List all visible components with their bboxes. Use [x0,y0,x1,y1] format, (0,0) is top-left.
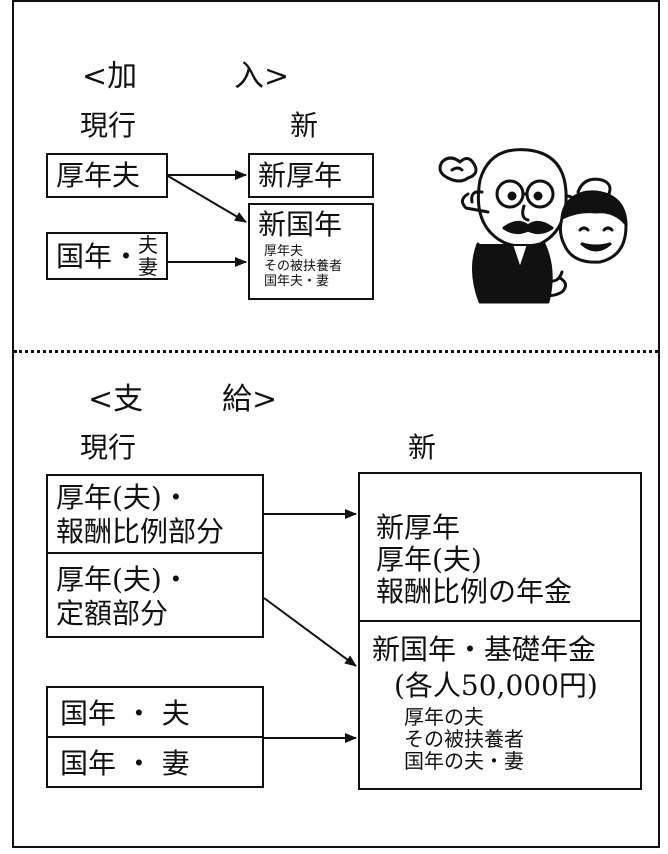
current-kokunen-box: 国年・ 夫 妻 [46,232,168,280]
new-kokunen-basic-item: 国年の夫・妻 [404,749,524,773]
new-kokunen-basic-amount: (各人50,000円) [394,669,598,702]
current-kounen-husband-label: 厚年夫 [56,159,141,192]
current-kokunen-husband: 夫 [138,233,158,257]
arrow-kounen-to-new-kokunen [167,175,247,223]
benefit-heading-left: <支 [88,382,144,417]
current-kounen-proportional-box: 厚年(夫)・ 報酬比例部分 [46,474,264,554]
new-kokunen-label: 新国年 [258,208,343,241]
current-kounen-flat-line2: 定額部分 [56,597,169,630]
current-kounen-flat-box: 厚年(夫)・ 定額部分 [46,552,264,638]
new-kokunen-item: その被扶養者 [264,259,343,274]
new-kounen-box: 新厚年 [248,153,374,198]
current-kokunen-wife-box: 国年 ・ 妻 [46,736,264,788]
benefit-current-label: 現行 [80,431,137,464]
current-kounen-flat-line1: 厚年(夫)・ [56,563,190,596]
current-kokunen-wife: 妻 [138,255,158,279]
new-kokunen-basic-item: 厚年の夫 [404,705,484,729]
new-kounen-benefit-line: 新厚年 [376,511,461,544]
new-kokunen-item: 国年夫・妻 [264,274,330,289]
new-kokunen-basic-box: 新国年・基礎年金 (各人50,000円) 厚年の夫 その被扶養者 国年の夫・妻 [358,620,642,790]
enrollment-heading-right: 入> [234,59,290,94]
new-kokunen-basic-item: その被扶養者 [404,727,524,751]
new-kokunen-item: 厚年夫 [264,244,304,259]
current-kokunen-wife-label: 国年 ・ 妻 [60,747,190,780]
new-kokunen-basic-title: 新国年・基礎年金 [372,633,597,666]
new-kokunen-box: 新国年 厚年夫 その被扶養者 国年夫・妻 [248,203,374,300]
benefit-new-label: 新 [408,431,437,464]
elderly-couple-illustration [438,148,628,304]
benefit-heading-right: 給> [222,382,278,417]
section-divider [14,350,658,353]
current-kounen-husband-box: 厚年夫 [46,153,168,198]
enrollment-current-label: 現行 [80,109,137,142]
current-kokunen-label: 国年・ [56,240,141,273]
new-kounen-benefit-line: 厚年(夫) [376,543,482,576]
arrow-flat-to-new-kokunen [263,597,357,667]
current-kounen-proportional-line1: 厚年(夫)・ [56,481,190,514]
diagram-frame [12,0,660,848]
current-kokunen-husband-box: 国年 ・ 夫 [46,686,264,738]
new-kounen-benefit-line: 報酬比例の年金 [376,575,573,608]
enrollment-new-label: 新 [290,109,319,142]
new-kounen-label: 新厚年 [258,159,343,192]
current-kounen-proportional-line2: 報酬比例部分 [56,515,225,548]
new-kounen-benefit-box: 新厚年 厚年(夫) 報酬比例の年金 [358,472,642,622]
current-kokunen-husband-label: 国年 ・ 夫 [60,697,190,730]
enrollment-heading-left: <加 [82,59,138,94]
